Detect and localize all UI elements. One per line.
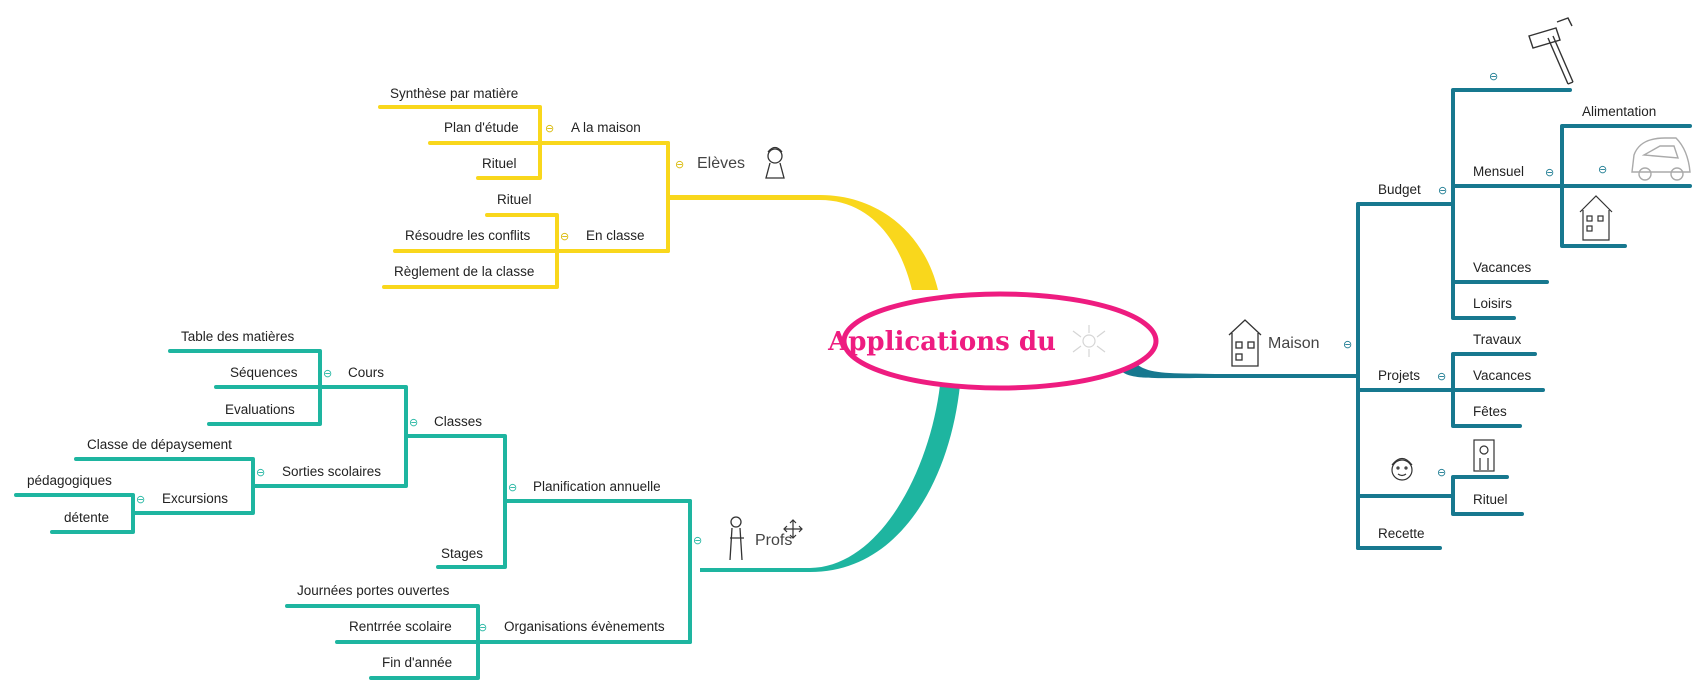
- en-classe-node[interactable]: En classe ⊖: [560, 228, 645, 243]
- en-classe-label: En classe: [586, 228, 645, 243]
- profs-branch: [14, 349, 692, 680]
- splash-icon: [1072, 325, 1106, 357]
- central-topic[interactable]: Applications du: [827, 291, 1159, 391]
- excursions-node[interactable]: Excursions ⊖: [136, 491, 228, 506]
- classe-rituel-node[interactable]: Rituel: [497, 192, 532, 207]
- mensuel-label: Mensuel: [1473, 164, 1524, 179]
- fetes-node[interactable]: Fêtes: [1473, 404, 1507, 419]
- teacher-icon: [729, 516, 744, 561]
- depaysement-node[interactable]: Classe de dépaysement: [87, 437, 232, 452]
- budget-label: Budget: [1378, 182, 1421, 197]
- sorties-collapse-toggle[interactable]: ⊖: [256, 466, 265, 479]
- central-title: Applications du: [827, 327, 1056, 357]
- eleves-collapse-toggle[interactable]: ⊖: [675, 158, 684, 171]
- house-icon: [1579, 195, 1613, 241]
- evaluations-node[interactable]: Evaluations: [225, 402, 295, 417]
- budget-node[interactable]: Budget ⊖: [1378, 182, 1447, 197]
- projets-vacances-node[interactable]: Vacances: [1473, 368, 1532, 383]
- classes-label: Classes: [434, 414, 482, 429]
- projets-collapse-toggle[interactable]: ⊖: [1437, 370, 1446, 383]
- tools-collapse-toggle[interactable]: ⊖: [1489, 70, 1498, 83]
- child-icon: [1391, 457, 1413, 481]
- recette-node[interactable]: Recette: [1378, 526, 1425, 541]
- travaux-node[interactable]: Travaux: [1473, 332, 1522, 347]
- child-collapse-toggle[interactable]: ⊖: [1437, 466, 1446, 479]
- classes-collapse-toggle[interactable]: ⊖: [409, 416, 418, 429]
- excursions-label: Excursions: [162, 491, 228, 506]
- profs-node[interactable]: Profs ⊖: [693, 516, 803, 561]
- portes-ouvertes-node[interactable]: Journées portes ouvertes: [297, 583, 450, 598]
- child-node[interactable]: ⊖: [1391, 457, 1446, 481]
- budget-vacances-node[interactable]: Vacances: [1473, 260, 1532, 275]
- cours-label: Cours: [348, 365, 384, 380]
- sorties-scolaires-label: Sorties scolaires: [282, 464, 381, 479]
- stages-node[interactable]: Stages: [441, 546, 483, 561]
- loisirs-node[interactable]: Loisirs: [1473, 296, 1512, 311]
- girl-icon: [765, 146, 785, 179]
- planification-node[interactable]: Planification annuelle ⊖: [508, 479, 661, 494]
- a-la-maison-collapse-toggle[interactable]: ⊖: [545, 122, 554, 135]
- organisations-label: Organisations évènements: [504, 619, 665, 634]
- sorties-scolaires-node[interactable]: Sorties scolaires ⊖: [256, 464, 381, 479]
- hammer-icon: [1528, 17, 1574, 85]
- eleves-node[interactable]: Elèves ⊖: [675, 146, 785, 179]
- profs-main-branch: [700, 385, 960, 572]
- car-icon: [1631, 137, 1691, 181]
- organisations-node[interactable]: Organisations évènements ⊖: [478, 619, 665, 634]
- excursions-collapse-toggle[interactable]: ⊖: [136, 493, 145, 506]
- car-collapse-toggle[interactable]: ⊖: [1598, 163, 1607, 176]
- pedagogiques-node[interactable]: pédagogiques: [27, 473, 112, 488]
- detente-node[interactable]: détente: [64, 510, 109, 525]
- mensuel-node[interactable]: Mensuel ⊖: [1473, 164, 1554, 179]
- maison-collapse-toggle[interactable]: ⊖: [1343, 338, 1352, 351]
- planification-collapse-toggle[interactable]: ⊖: [508, 481, 517, 494]
- maison-branch: [1213, 88, 1692, 550]
- synthese-node[interactable]: Synthèse par matière: [390, 86, 518, 101]
- maison-rituel-node[interactable]: Rituel: [1473, 492, 1508, 507]
- sequences-node[interactable]: Séquences: [230, 365, 298, 380]
- cours-node[interactable]: Cours ⊖: [323, 365, 384, 380]
- eleves-branch: [378, 105, 670, 289]
- resoudre-conflits-node[interactable]: Résoudre les conflits: [405, 228, 531, 243]
- projets-node[interactable]: Projets ⊖: [1378, 368, 1446, 383]
- tools-node[interactable]: ⊖: [1489, 17, 1574, 85]
- cours-collapse-toggle[interactable]: ⊖: [323, 367, 332, 380]
- plan-etude-node[interactable]: Plan d'étude: [444, 120, 519, 135]
- house-icon: [1228, 319, 1262, 367]
- mensuel-collapse-toggle[interactable]: ⊖: [1545, 166, 1554, 179]
- alimentation-node[interactable]: Alimentation: [1582, 104, 1656, 119]
- classes-node[interactable]: Classes ⊖: [409, 414, 482, 429]
- door-node[interactable]: [1473, 439, 1495, 472]
- door-icon: [1473, 439, 1495, 472]
- fin-annee-node[interactable]: Fin d'année: [382, 655, 452, 670]
- eleves-rituel-node[interactable]: Rituel: [482, 156, 517, 171]
- maison-node[interactable]: Maison ⊖: [1228, 319, 1352, 367]
- table-matieres-node[interactable]: Table des matières: [181, 329, 295, 344]
- eleves-main-branch: [668, 195, 938, 290]
- en-classe-collapse-toggle[interactable]: ⊖: [560, 230, 569, 243]
- organisations-collapse-toggle[interactable]: ⊖: [478, 621, 487, 634]
- maison-label: Maison: [1268, 335, 1320, 352]
- logement-node[interactable]: [1579, 195, 1613, 241]
- car-node[interactable]: ⊖: [1598, 137, 1691, 181]
- a-la-maison-node[interactable]: A la maison ⊖: [545, 120, 641, 135]
- move-cursor-icon: [783, 519, 803, 539]
- a-la-maison-label: A la maison: [571, 120, 641, 135]
- eleves-label: Elèves: [697, 155, 745, 172]
- planification-label: Planification annuelle: [533, 479, 661, 494]
- profs-label: Profs: [755, 532, 792, 549]
- maison-main-branch: [1120, 355, 1215, 379]
- rentree-node[interactable]: Rentrrée scolaire: [349, 619, 452, 634]
- profs-collapse-toggle[interactable]: ⊖: [693, 534, 702, 547]
- reglement-node[interactable]: Règlement de la classe: [394, 264, 534, 279]
- budget-collapse-toggle[interactable]: ⊖: [1438, 184, 1447, 197]
- projets-label: Projets: [1378, 368, 1420, 383]
